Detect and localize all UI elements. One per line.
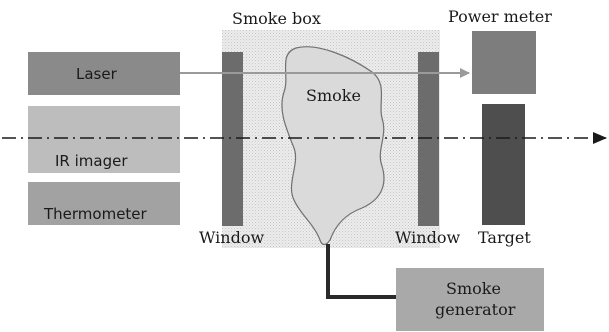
ir-imager-label: IR imager — [55, 152, 128, 170]
smoke-pipe — [326, 244, 396, 299]
window-left-label: Window — [199, 228, 264, 247]
target-label: Target — [478, 228, 531, 247]
smoke-cloud — [281, 46, 385, 246]
window-left — [222, 52, 243, 226]
thermometer-box — [28, 182, 180, 225]
target-box — [482, 104, 525, 225]
smoke-box-label: Smoke box — [232, 9, 321, 28]
ir-imager-box — [28, 106, 180, 173]
thermometer-label: Thermometer — [43, 205, 148, 223]
window-right-label: Window — [395, 228, 460, 247]
smoke-label: Smoke — [306, 86, 361, 105]
laser-box — [28, 52, 180, 95]
laser-label: Laser — [76, 65, 118, 83]
window-right — [418, 52, 439, 226]
smoke-generator-label-line2: generator — [435, 300, 516, 319]
smoke-generator-box — [396, 268, 544, 331]
power-meter-label: Power meter — [448, 7, 552, 26]
power-meter-box — [472, 31, 536, 94]
smoke-generator-label-line1: Smoke — [446, 279, 501, 298]
